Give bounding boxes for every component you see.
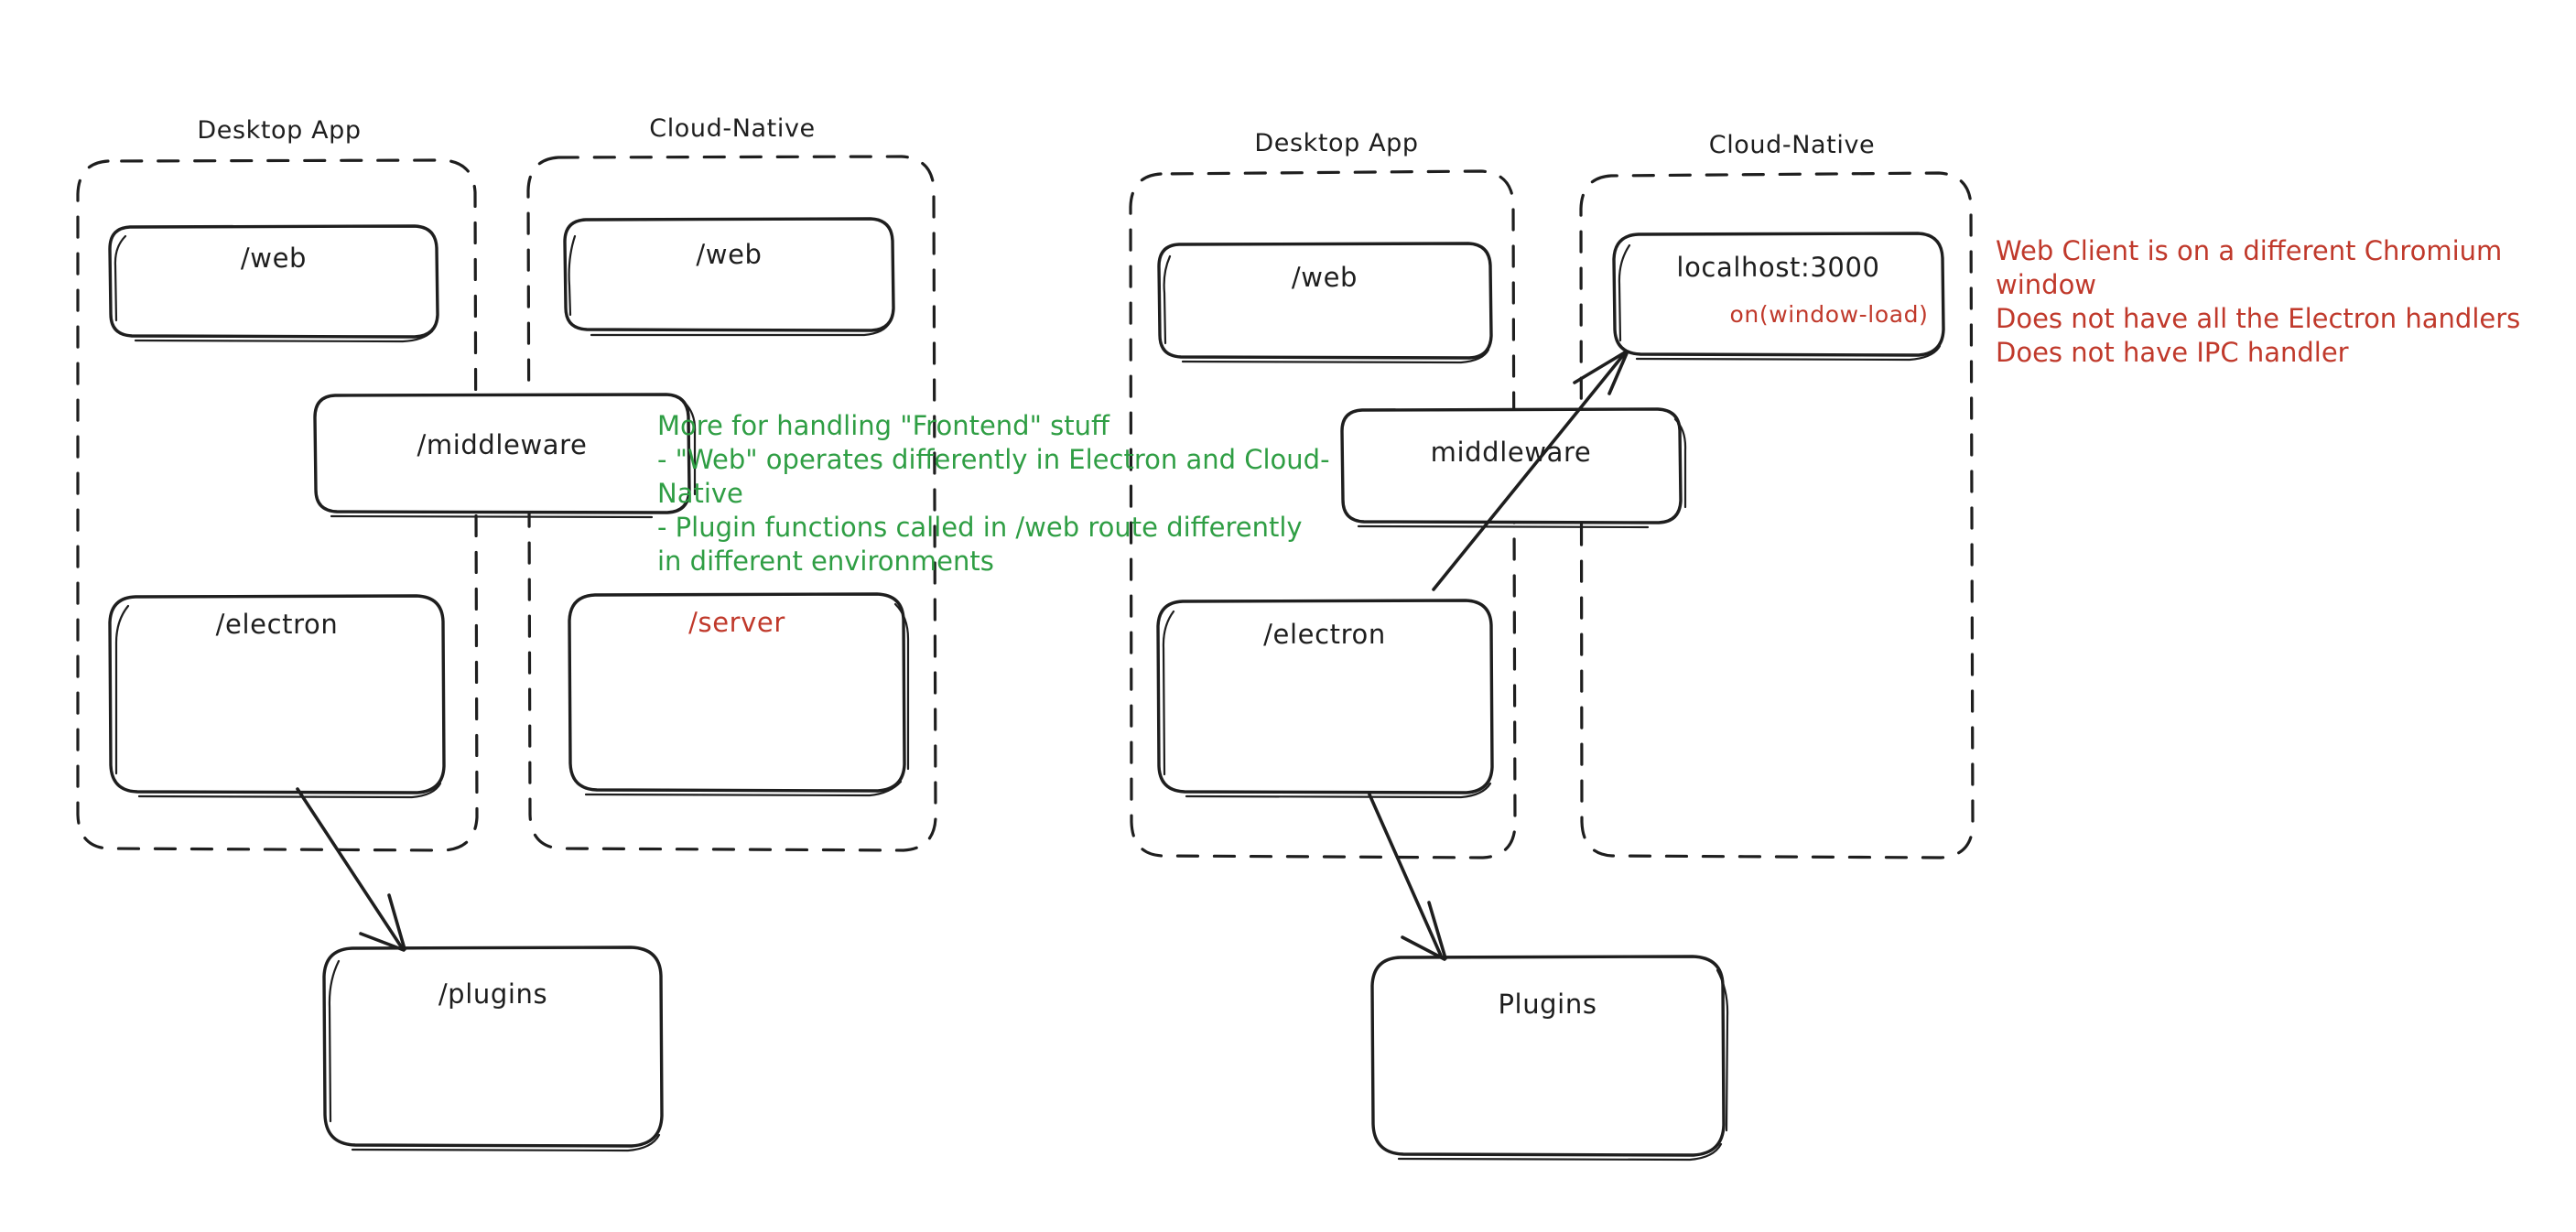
- group-boundary-right-cloud-native: [1579, 171, 1975, 859]
- node-sublabel-right-localhost: on(window-load): [1729, 301, 1929, 328]
- group-title-right-cloud-native: Cloud-Native: [1708, 131, 1876, 159]
- note-green-line-2: - "Web" operates differently in Electron…: [657, 444, 1330, 510]
- group-title-left-cloud-native: Cloud-Native: [649, 114, 816, 143]
- group-boundary-right-desktop-app: [1129, 169, 1517, 859]
- node-box-left-web-cloud: [563, 217, 895, 337]
- note-red-line-1: Web Client is on a different Chromium wi…: [1996, 235, 2503, 301]
- node-box-left-electron: [108, 594, 446, 799]
- node-label-right-electron: /electron: [1263, 619, 1386, 650]
- node-label-left-server: /server: [688, 607, 785, 638]
- node-label-left-web-cloud: /web: [696, 239, 763, 270]
- node-box-left-middleware: [313, 393, 697, 519]
- node-box-left-web-desktop: [108, 224, 439, 343]
- node-box-left-server: [568, 592, 910, 797]
- node-label-left-plugins: /plugins: [438, 978, 548, 1010]
- group-boundary-left-cloud-native: [526, 155, 937, 852]
- note-red: Web Client is on a different Chromium wi…: [1996, 234, 2545, 370]
- note-red-line-2: Does not have all the Electron handlers: [1996, 303, 2521, 335]
- node-label-left-electron: /electron: [215, 609, 339, 640]
- node-box-left-plugins: [322, 946, 664, 1152]
- note-green-line-4: in different environments: [657, 546, 994, 578]
- note-green: More for handling "Frontend" stuff - "We…: [657, 409, 1380, 579]
- node-label-left-middleware: /middleware: [417, 429, 588, 460]
- group-title-right-desktop-app: Desktop App: [1254, 129, 1419, 157]
- node-box-right-middleware: [1340, 407, 1687, 529]
- edge-left-electron-to-plugins: [296, 787, 406, 952]
- edge-right-electron-to-plugins: [1368, 793, 1447, 961]
- node-label-left-web-desktop: /web: [240, 243, 308, 274]
- node-label-right-plugins: Plugins: [1498, 989, 1597, 1020]
- edge-right-electron-to-localhost: [1432, 351, 1629, 591]
- note-green-line-3: - Plugin functions called in /web route …: [657, 512, 1303, 544]
- node-label-right-web-desktop: /web: [1291, 262, 1358, 293]
- node-label-right-localhost: localhost:3000: [1676, 252, 1880, 283]
- node-label-right-middleware: middleware: [1430, 437, 1592, 468]
- node-box-right-web-desktop: [1157, 242, 1493, 364]
- note-green-line-1: More for handling "Frontend" stuff: [657, 410, 1109, 441]
- group-title-left-desktop-app: Desktop App: [197, 116, 362, 145]
- node-box-right-electron: [1156, 599, 1494, 799]
- note-red-line-3: Does not have IPC handler: [1996, 337, 2349, 369]
- group-boundary-left-desktop-app: [76, 158, 479, 852]
- node-box-right-plugins: [1370, 955, 1729, 1162]
- node-box-right-localhost: [1612, 232, 1945, 362]
